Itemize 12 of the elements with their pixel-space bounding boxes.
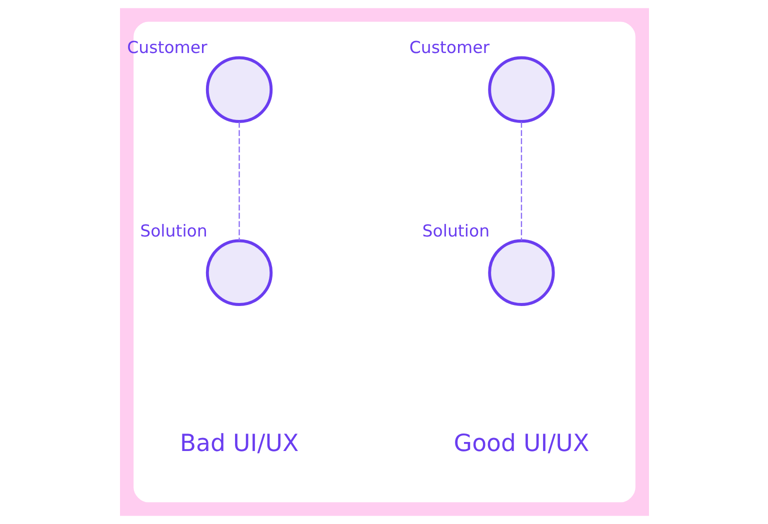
node-circle (488, 56, 554, 123)
node-circle (205, 56, 272, 123)
node-label: Customer (408, 38, 490, 58)
label: Good UI/UX (453, 428, 589, 457)
node-circle (488, 239, 554, 306)
node-label: Customer (126, 38, 207, 58)
node-circle (205, 239, 272, 306)
node-label: Solution (422, 221, 490, 240)
node-label: Solution (140, 221, 207, 240)
connector (238, 122, 240, 240)
label: Bad UI/UX (179, 428, 298, 457)
connector (520, 122, 522, 240)
